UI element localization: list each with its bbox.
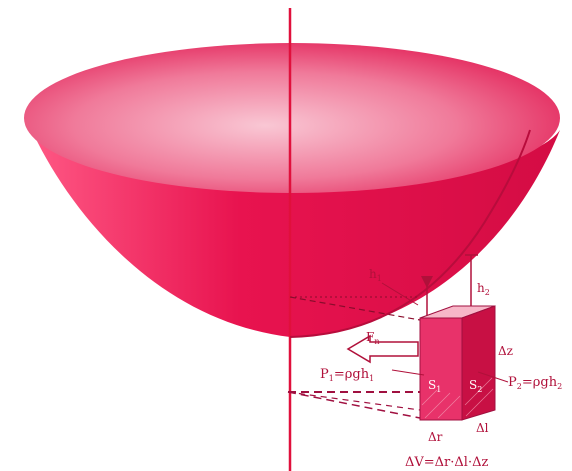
p2-leader xyxy=(477,371,509,383)
dashed-top-line xyxy=(289,296,421,321)
s1-label: S1 xyxy=(428,378,441,394)
dashed-bottom-line-3 xyxy=(287,391,421,411)
p1-label: P1=ρgh1 xyxy=(320,367,374,383)
p2-label: P2=ρgh2 xyxy=(508,375,562,391)
block-hatching xyxy=(421,377,494,419)
dv-label: ΔV=Δr·Δl·Δz xyxy=(405,455,488,470)
paraboloid-inner-surface xyxy=(24,43,560,193)
dz-label: Δz xyxy=(498,344,513,358)
fn-arrow xyxy=(346,334,419,364)
p1-leader xyxy=(391,369,425,376)
fn-label: Fn xyxy=(366,330,379,346)
block-front-face xyxy=(419,317,463,421)
dl-label: Δl xyxy=(476,421,489,435)
h1-pointer xyxy=(381,282,419,306)
parabola-cross-section xyxy=(289,129,531,338)
block-side-face xyxy=(461,305,496,421)
dr-label: Δr xyxy=(428,430,443,444)
dashed-bottom-line-2 xyxy=(287,391,421,419)
h2-label: h2 xyxy=(477,281,490,297)
s2-label: S2 xyxy=(469,378,482,394)
h1-label: h1 xyxy=(369,267,382,283)
